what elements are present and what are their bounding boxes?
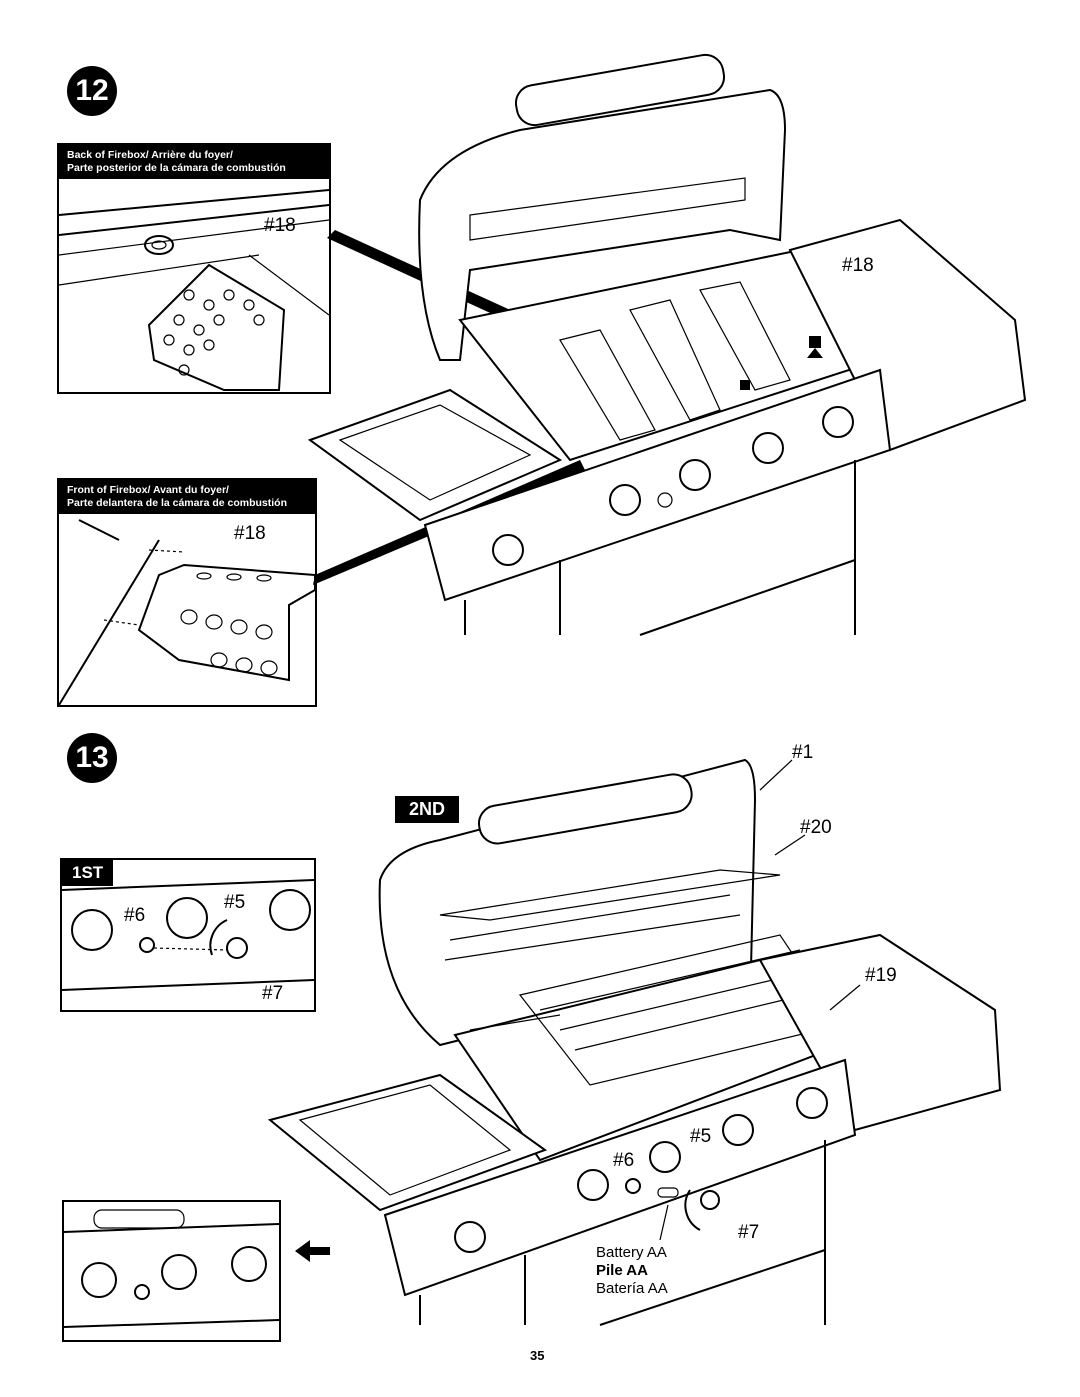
caption-line-1: Front of Firebox/ Avant du foyer/ xyxy=(67,484,229,496)
inset-part-7-label: #7 xyxy=(262,983,284,1004)
inset-part-5-label: #5 xyxy=(224,892,246,913)
inset-caption: Back of Firebox/ Arrière du foyer/ Parte… xyxy=(59,145,329,179)
main-part-7-label: #7 xyxy=(738,1222,760,1243)
caption-line-2: Parte posterior de la cámara de combusti… xyxy=(67,162,286,174)
front-firebox-inset: Front of Firebox/ Avant du foyer/ Parte … xyxy=(57,478,317,707)
step-number: 13 xyxy=(75,741,109,774)
part-18-label: #18 xyxy=(234,523,266,544)
battery-fr: Pile AA xyxy=(596,1262,648,1279)
step-13-badge: 13 xyxy=(67,733,117,783)
ignition-inset: 1ST #6 #5 #7 xyxy=(60,858,316,1012)
control-panel-inset-drawing xyxy=(64,1209,279,1328)
ignition-inset-drawing xyxy=(62,879,314,991)
step-number: 12 xyxy=(75,74,109,107)
battery-label: Battery AA Pile AA Batería AA xyxy=(596,1244,668,1298)
part-18-label: #18 xyxy=(264,215,296,236)
main-part-20-label: #20 xyxy=(800,817,832,838)
step-12-grill-drawing xyxy=(307,53,1027,636)
page-number: 35 xyxy=(530,1348,545,1363)
battery-es: Batería AA xyxy=(596,1280,668,1297)
control-panel-inset xyxy=(62,1200,281,1342)
battery-en: Battery AA xyxy=(596,1244,667,1261)
main-part-1-label: #1 xyxy=(792,742,814,763)
back-firebox-drawing xyxy=(59,189,329,391)
first-step-tag: 1ST xyxy=(62,860,114,886)
main-part-6-label: #6 xyxy=(613,1150,635,1171)
caption-line-2: Parte delantera de la cámara de combusti… xyxy=(67,497,287,509)
step-12-badge: 12 xyxy=(67,66,117,116)
front-firebox-drawing xyxy=(59,519,315,705)
inset-part-6-label: #6 xyxy=(124,905,146,926)
back-firebox-inset: Back of Firebox/ Arrière du foyer/ Parte… xyxy=(57,143,331,394)
caption-line-1: Back of Firebox/ Arrière du foyer/ xyxy=(67,149,233,161)
main-part-5-label: #5 xyxy=(690,1126,712,1147)
main-part-18-label: #18 xyxy=(842,255,874,276)
second-step-tag: 2ND xyxy=(395,796,460,823)
main-part-19-label: #19 xyxy=(865,965,897,986)
inset-caption: Front of Firebox/ Avant du foyer/ Parte … xyxy=(59,480,315,514)
